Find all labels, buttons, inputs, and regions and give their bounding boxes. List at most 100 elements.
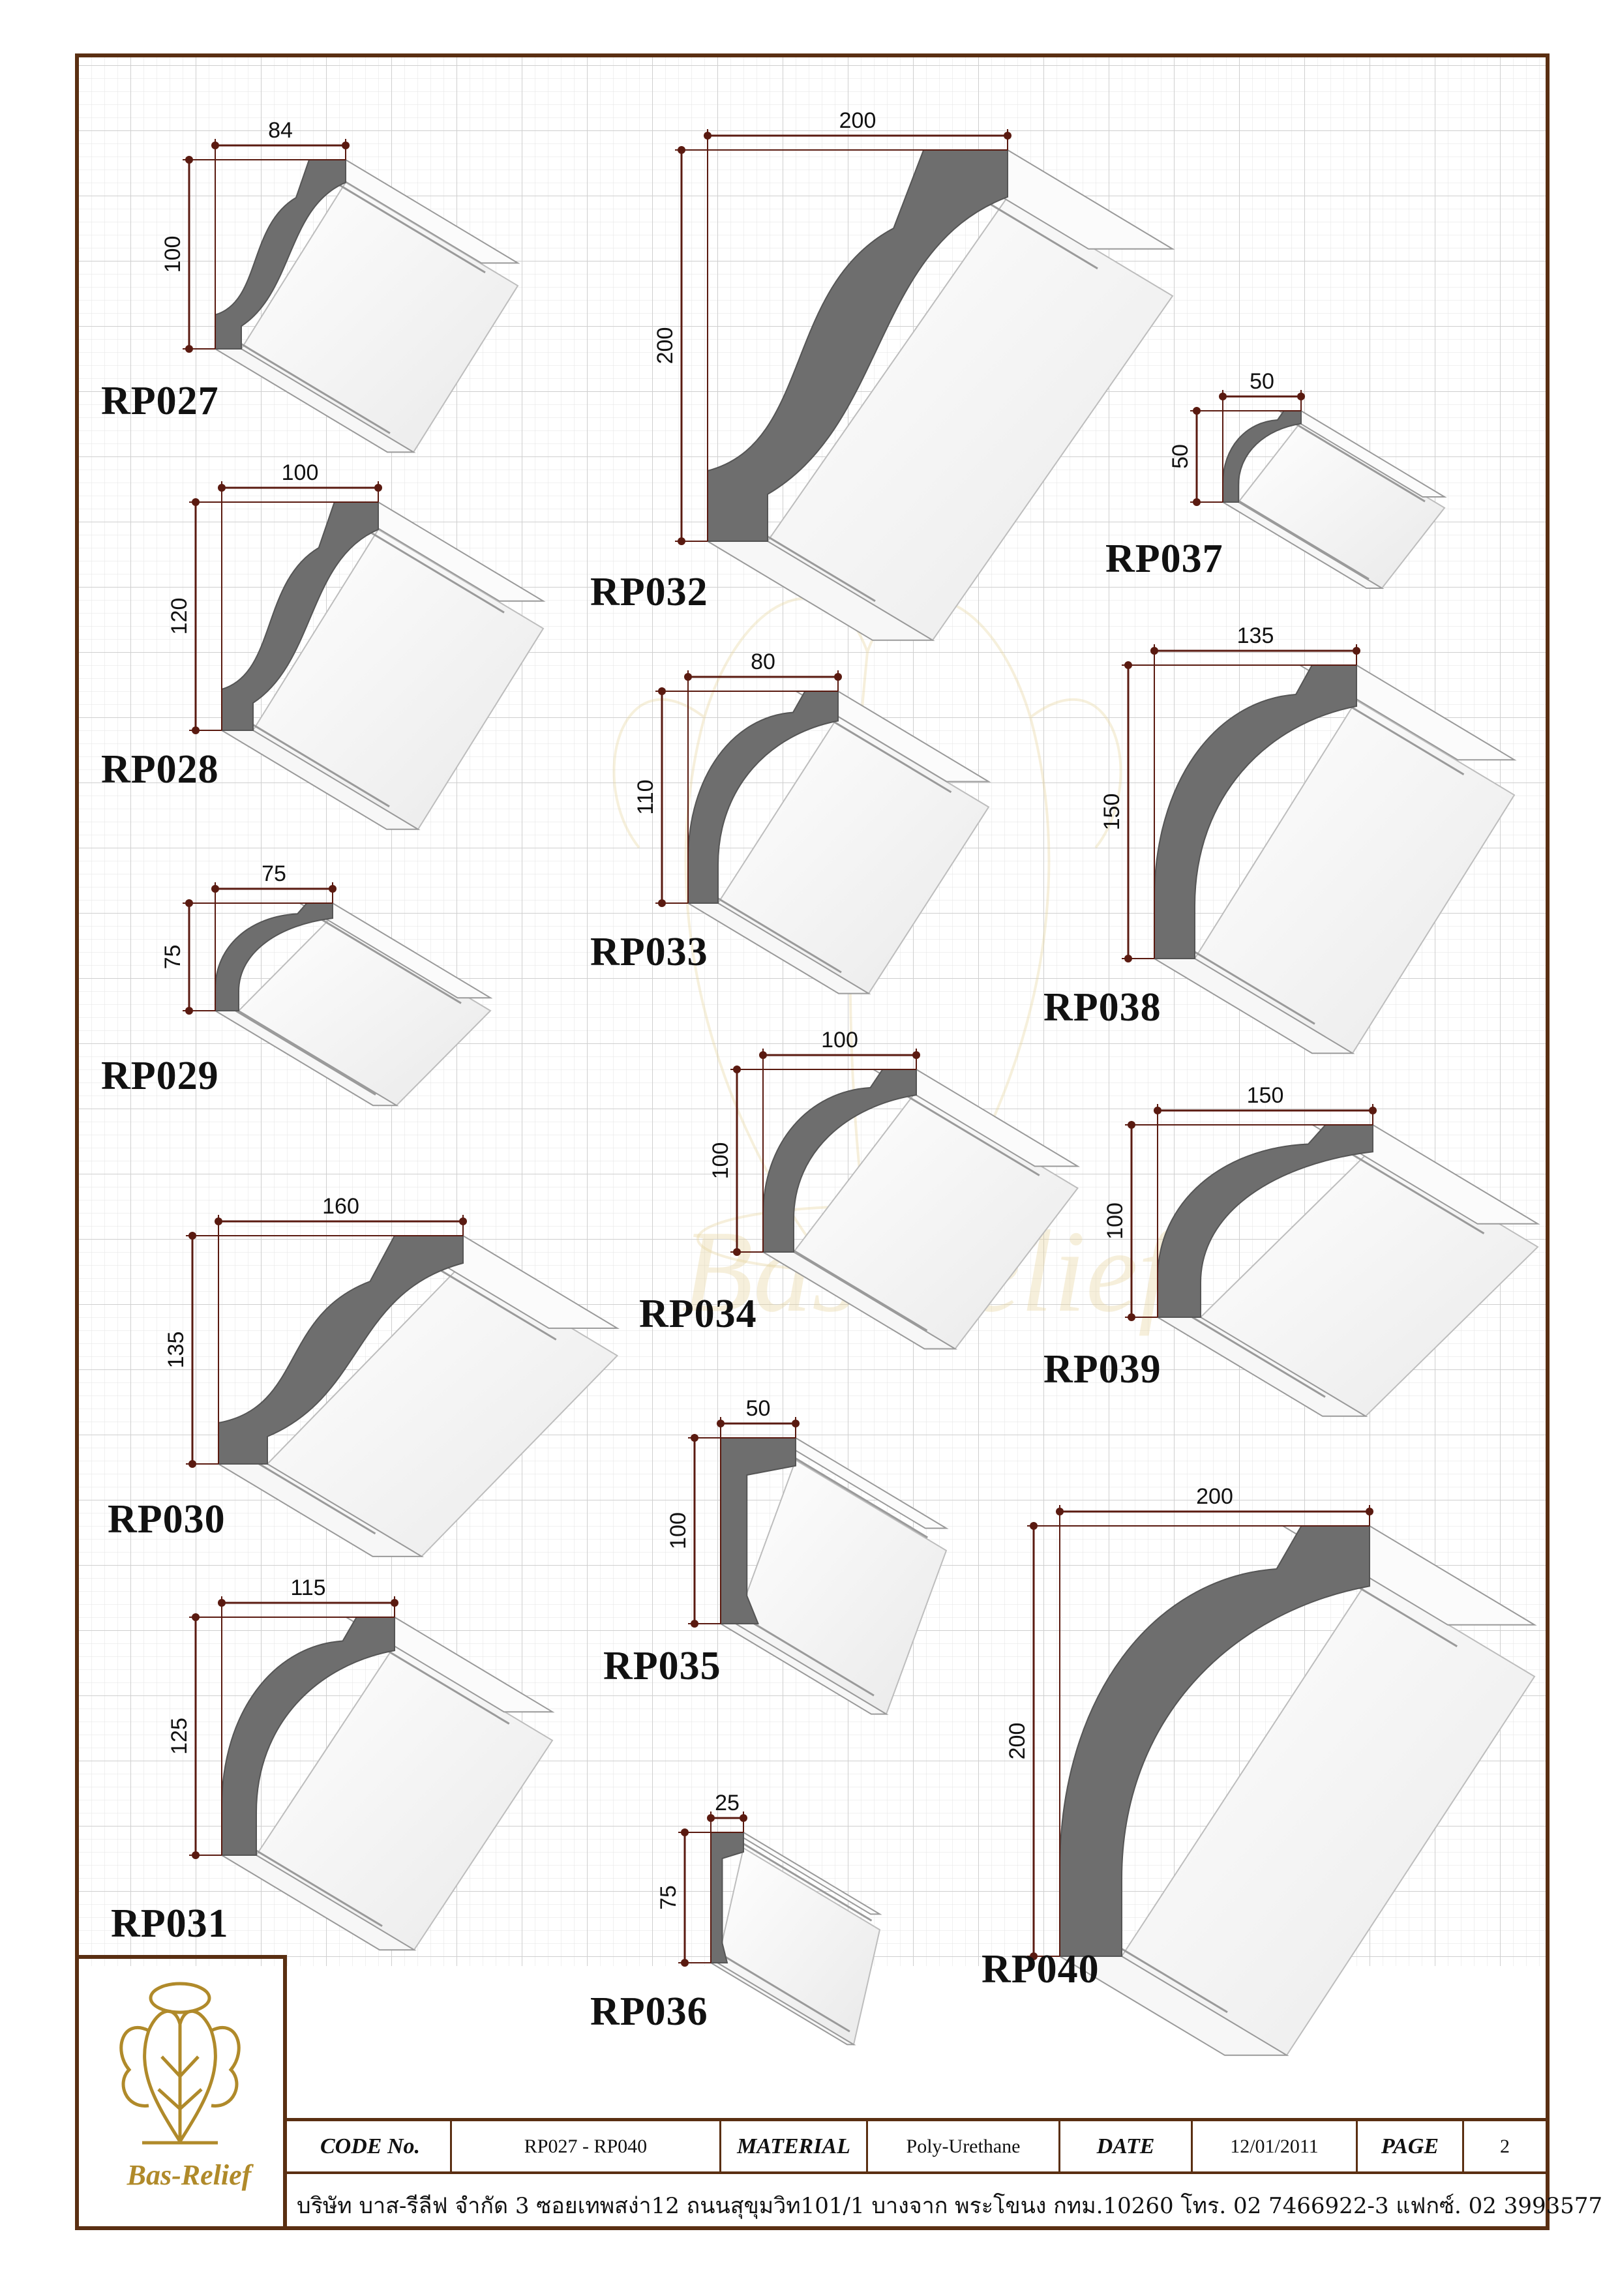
- height-dimension-label: 110: [633, 779, 658, 814]
- molding-rp035: 50 100: [666, 1396, 949, 1716]
- molding-rp034: 100 100: [708, 1028, 1081, 1350]
- molding-bottom-line: [217, 999, 376, 1096]
- dimension-rp027: 84 100: [160, 118, 350, 353]
- molding-top-line: [734, 1838, 873, 1922]
- title-block-row-divider: [287, 2171, 1548, 2174]
- product-code-rp039: RP039: [1043, 1347, 1161, 1392]
- molding-bottom-line: [217, 329, 391, 434]
- page-number: 2: [1500, 2135, 1510, 2157]
- company-logo-text: Bas-Relief: [127, 2159, 252, 2191]
- height-dimension-label: 200: [653, 327, 678, 365]
- width-dimension-label: 115: [290, 1575, 325, 1600]
- width-dimension-label: 50: [1250, 369, 1274, 394]
- height-dimension-label: 100: [160, 236, 185, 273]
- dimension-rp033: 80 110: [633, 649, 842, 907]
- dimension-rp028: 100 120: [167, 460, 382, 734]
- molding-top-line: [312, 168, 486, 274]
- molding-profile: [221, 501, 379, 731]
- width-dimension-label: 150: [1247, 1083, 1284, 1108]
- height-dimension-label: 135: [164, 1332, 188, 1369]
- molding-rp038: 135 150: [1100, 623, 1517, 1054]
- width-dimension-label: 100: [282, 460, 319, 485]
- molding-rp037: 50 50: [1168, 369, 1447, 589]
- molding-rp030: 160 135: [164, 1194, 620, 1558]
- molding-rp029: 75 75: [160, 861, 493, 1107]
- sheet-frame: [75, 53, 1550, 2230]
- height-dimension-label: 100: [666, 1512, 691, 1549]
- acanthus-logo-icon: [119, 1982, 241, 2145]
- height-dimension-label: 125: [167, 1718, 192, 1755]
- molding-profile: [215, 159, 346, 350]
- logo-box: [77, 1955, 287, 2228]
- width-dimension-label: 200: [839, 108, 876, 133]
- dimension-rp036: 25 75: [656, 1791, 747, 1967]
- width-dimension-label: 200: [1196, 1484, 1233, 1509]
- height-dimension-label: 75: [160, 945, 185, 970]
- dimension-rp032: 200 200: [653, 108, 1011, 545]
- height-dimension-label: 100: [708, 1142, 733, 1180]
- dimension-rp039: 150 100: [1103, 1083, 1377, 1321]
- dimension-rp029: 75 75: [160, 861, 337, 1015]
- height-dimension-label: 200: [1005, 1723, 1030, 1760]
- product-code-rp036: RP036: [590, 1990, 708, 2034]
- material-value: Poly-Urethane: [868, 2121, 1060, 2171]
- dimension-rp037: 50 50: [1168, 369, 1305, 506]
- code-no-label: CODE No.: [290, 2121, 452, 2171]
- molding-rp032: 200 200: [653, 108, 1175, 642]
- product-code-rp034: RP034: [639, 1292, 757, 1336]
- code-no-value: RP027 - RP040: [452, 2121, 721, 2171]
- molding-profile: [218, 1235, 464, 1465]
- product-code-rp032: RP032: [590, 570, 708, 614]
- product-code-rp029: RP029: [101, 1054, 219, 1098]
- width-dimension-label: 25: [715, 1791, 740, 1815]
- molding-bottom-line: [1225, 492, 1370, 580]
- height-dimension-label: 75: [656, 1885, 681, 1910]
- title-block: [287, 2118, 1548, 2228]
- width-dimension-label: 75: [262, 861, 286, 886]
- height-dimension-label: 100: [1103, 1202, 1128, 1240]
- product-drawings: 84 100 100 120 75 75 160 135 115 125 200 200 80 110 10…: [160, 108, 1540, 2057]
- width-dimension-label: 84: [268, 118, 293, 143]
- dimension-rp035: 50 100: [666, 1396, 800, 1628]
- date-label: DATE: [1060, 2121, 1193, 2171]
- dimension-rp031: 115 125: [167, 1575, 398, 1859]
- dimension-rp040: 200 200: [1005, 1484, 1373, 1960]
- dimension-rp038: 135 150: [1100, 623, 1360, 962]
- product-code-rp033: RP033: [590, 930, 708, 974]
- product-code-rp031: RP031: [111, 1901, 229, 1946]
- dimension-rp034: 100 100: [708, 1028, 920, 1256]
- molding-top-line: [776, 1446, 929, 1539]
- product-code-rp027: RP027: [101, 379, 219, 423]
- product-code-rp038: RP038: [1043, 985, 1161, 1030]
- width-dimension-label: 160: [322, 1194, 359, 1219]
- molding-bottom-line: [713, 1948, 850, 2033]
- molding-rp033: 80 110: [633, 649, 991, 994]
- width-dimension-label: 135: [1237, 623, 1274, 648]
- company-address: บริษัท บาส-รีลีฟ จำกัด 3 ซอยเทพสง่า12 ถน…: [297, 2193, 1603, 2219]
- height-dimension-label: 120: [167, 598, 192, 635]
- product-code-rp030: RP030: [108, 1497, 226, 1542]
- molding-rp039: 150 100: [1103, 1083, 1540, 1418]
- molding-rp040: 200 200: [1005, 1484, 1537, 2057]
- height-dimension-label: 50: [1168, 444, 1193, 469]
- dimension-rp030: 160 135: [164, 1194, 467, 1468]
- material-label: MATERIAL: [721, 2121, 868, 2171]
- molding-rp036: 25 75: [656, 1791, 882, 2046]
- product-code-rp037: RP037: [1105, 537, 1223, 581]
- molding-profile: [707, 149, 1008, 542]
- molding-top-line: [1281, 414, 1426, 503]
- product-code-rp028: RP028: [101, 747, 219, 792]
- molding-rp031: 115 125: [167, 1575, 555, 1951]
- height-dimension-label: 150: [1100, 794, 1124, 831]
- date-value: 12/01/2011: [1193, 2121, 1358, 2171]
- molding-rp028: 100 120: [167, 460, 546, 831]
- width-dimension-label: 100: [821, 1028, 858, 1052]
- product-code-rp040: RP040: [981, 1947, 1100, 1991]
- molding-rp027: 84 100: [160, 118, 520, 453]
- product-code-rp035: RP035: [603, 1644, 721, 1688]
- width-dimension-label: 50: [746, 1396, 771, 1421]
- molding-top-line: [303, 907, 462, 1004]
- width-dimension-label: 80: [751, 649, 775, 674]
- page-label: PAGE: [1358, 2121, 1464, 2171]
